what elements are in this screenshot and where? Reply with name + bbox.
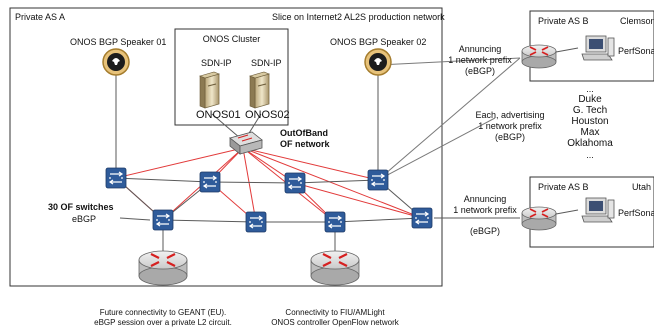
router-clemson-icon: [521, 44, 557, 69]
openflow-switch-icon: [105, 167, 127, 189]
perfsonar-utah-icon: [581, 197, 615, 223]
remote-top-anno-2: 1 network prefix: [448, 55, 512, 65]
openflow-switch-icon: [199, 171, 221, 193]
of-switches: [105, 167, 433, 233]
openflow-switch-icon: [152, 209, 174, 231]
private-as-a-label: Private AS A: [15, 12, 66, 22]
onos02-server-icon: [249, 71, 270, 109]
remote-top-site: Clemson: [620, 16, 654, 26]
footer-geant-line2: eBGP session over a private L2 circuit.: [94, 318, 232, 327]
onos-cluster-title: ONOS Cluster: [202, 34, 261, 44]
sites-list: Duke G. Tech Houston Max Oklahoma: [560, 94, 620, 149]
openflow-switch-icon: [411, 207, 433, 229]
bgp-speaker-right-icon: [364, 48, 392, 76]
openflow-switch-icon: [367, 169, 389, 191]
router-amlight-icon: [310, 250, 360, 286]
bgp-speaker-left-label: ONOS BGP Speaker 01: [70, 37, 167, 47]
site-item: Duke: [578, 94, 602, 105]
ebgp-label: eBGP: [72, 214, 97, 224]
footer-amlight-line2: ONOS controller OpenFlow network: [271, 318, 399, 327]
sites-dots-top: ...: [586, 84, 594, 94]
slice-label: Slice on Internet2 AL2S production netwo…: [272, 12, 445, 22]
bgp-speaker-right-label: ONOS BGP Speaker 02: [330, 37, 427, 47]
sites-anno-1: Each, advertising: [475, 110, 545, 120]
remote-bottom-tool: PerfSonar: [618, 208, 654, 218]
site-item: G. Tech: [572, 105, 608, 116]
sites-anno-3: (eBGP): [494, 132, 525, 142]
site-item: Max: [580, 127, 600, 138]
remote-bottom-title: Private AS B: [538, 182, 589, 192]
sdn-ip-app-1: SDN-IP: [201, 58, 232, 68]
footer-geant-line1: Future connectivity to GEANT (EU).: [99, 308, 227, 317]
remote-top-anno-1: Annuncing: [458, 44, 502, 54]
sdn-ip-app-2: SDN-IP: [251, 58, 282, 68]
router-utah-icon: [521, 206, 557, 231]
openflow-switch-icon: [245, 211, 267, 233]
site-item: Oklahoma: [567, 138, 613, 149]
router-geant-icon: [138, 250, 188, 286]
remote-links: [377, 57, 521, 181]
remote-top-tool: PerfSonar: [618, 46, 654, 56]
remote-bottom-anno-3: (eBGP): [469, 226, 500, 236]
openflow-switch-icon: [284, 172, 306, 194]
clemson-host-link: [555, 47, 579, 53]
oob-label-line2: OF network: [280, 139, 330, 149]
bgp-speaker-left-icon: [102, 48, 130, 76]
remote-top-anno-3: (eBGP): [464, 66, 495, 76]
oob-switch-icon: [229, 131, 263, 155]
openflow-switch-icon: [324, 211, 346, 233]
utah-host-link: [555, 209, 579, 215]
onos01-server-icon: [199, 71, 220, 109]
oob-label-line1: OutOfBand: [280, 128, 328, 138]
footer-amlight-line1: Connectivity to FIU/AMLight: [285, 308, 385, 317]
sites-anno-2: 1 network prefix: [478, 121, 542, 131]
site-item: Houston: [571, 116, 609, 127]
remote-bottom-anno-2: 1 network prefix: [453, 205, 517, 215]
remote-bottom-anno-1: Annuncing: [463, 194, 507, 204]
private-as-a-frame: [9, 7, 443, 287]
remote-top-title: Private AS B: [538, 16, 589, 26]
onos02-label: ONOS02: [245, 109, 290, 121]
remote-bottom-site: Utah: [632, 182, 652, 192]
perfsonar-clemson-icon: [581, 35, 615, 61]
sites-dots-bottom: ...: [586, 150, 594, 160]
switch-count-label: 30 OF switches: [48, 202, 114, 212]
onos01-label: ONOS01: [196, 109, 241, 121]
